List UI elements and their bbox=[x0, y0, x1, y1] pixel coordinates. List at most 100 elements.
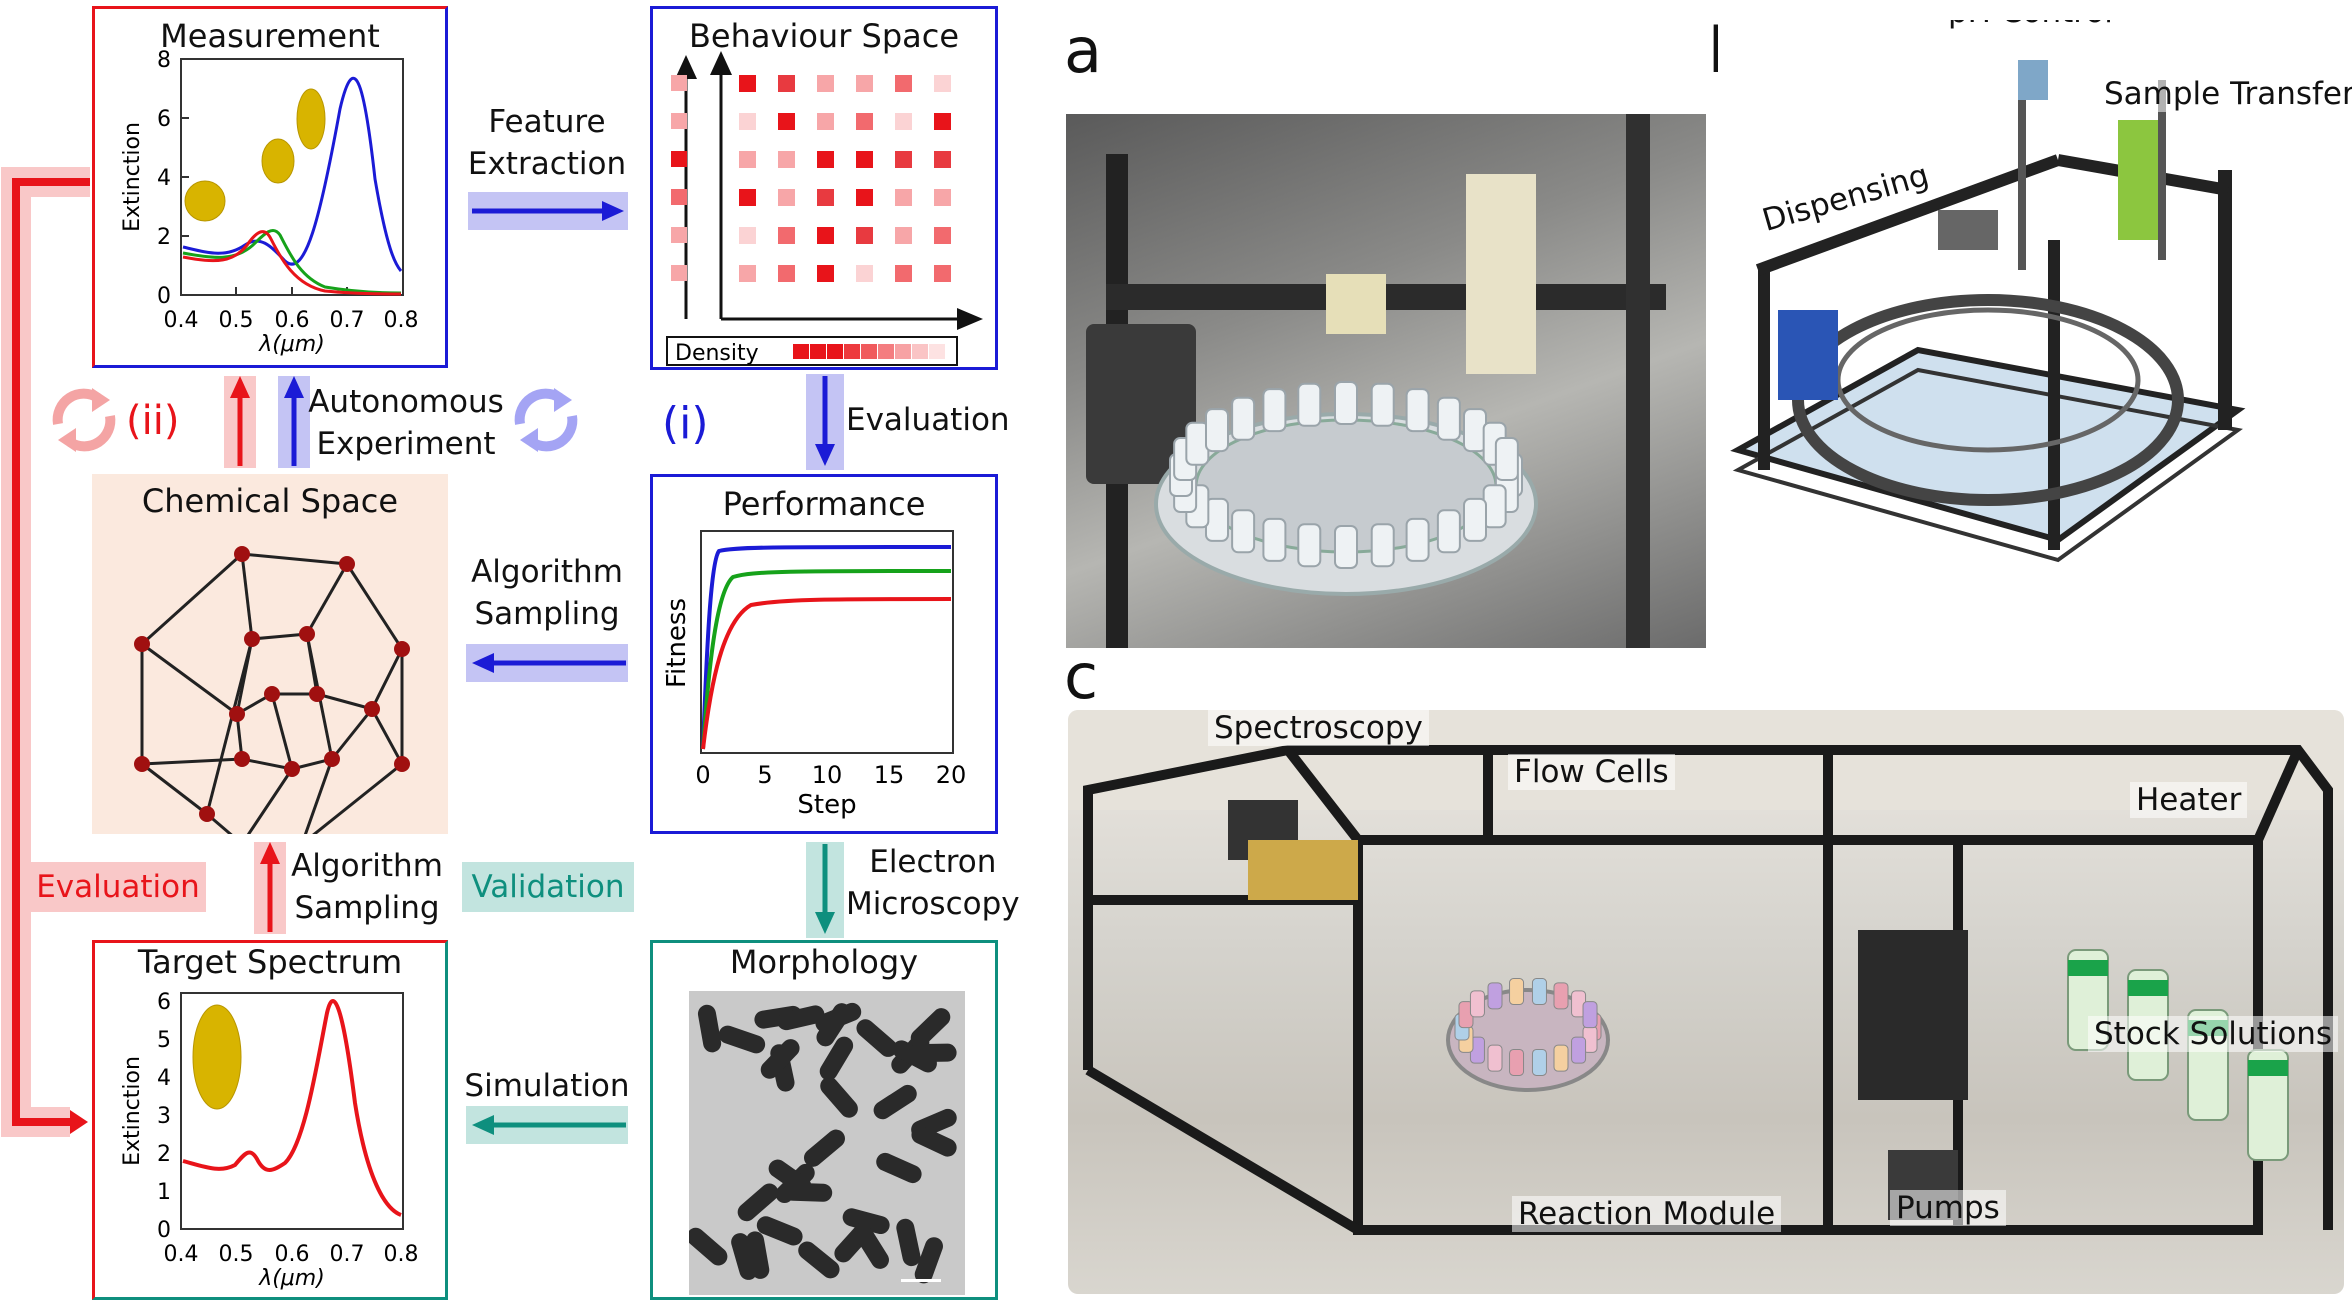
target-ytick-4: 4 bbox=[157, 1066, 171, 1091]
performance-panel: Performance 0 5 10 15 20 Step Fitness bbox=[650, 474, 998, 834]
graph-edge bbox=[316, 692, 373, 711]
target-xtick-4: 0.7 bbox=[330, 1242, 365, 1267]
fitness-curve-red bbox=[701, 597, 952, 750]
target-xtick-1: 0.4 bbox=[164, 1242, 199, 1267]
vial bbox=[1553, 1044, 1569, 1072]
graph-node bbox=[229, 706, 245, 722]
graph-node bbox=[244, 631, 260, 647]
perf-xlabel: Step bbox=[797, 790, 856, 820]
nanorod bbox=[760, 1039, 800, 1079]
morphology-panel: Morphology bbox=[650, 940, 998, 1300]
target-spectrum-curve bbox=[182, 998, 402, 1217]
performance-plot: 0 5 10 15 20 Step Fitness bbox=[662, 530, 967, 820]
target-ytick-6: 6 bbox=[157, 990, 171, 1015]
behaviour-cell bbox=[856, 151, 873, 168]
measurement-curve-red bbox=[182, 230, 402, 296]
behaviour-cell bbox=[817, 151, 834, 168]
behaviour-cell bbox=[934, 227, 951, 244]
graph-edge bbox=[305, 563, 349, 635]
nanorod bbox=[697, 1004, 722, 1053]
behaviour-cell bbox=[671, 151, 687, 167]
vial bbox=[1494, 436, 1519, 481]
behaviour-cell bbox=[817, 113, 834, 130]
nanorod bbox=[816, 1003, 851, 1047]
behaviour-cell bbox=[934, 113, 951, 130]
graph-edge bbox=[141, 642, 238, 716]
measurement-curve-blue bbox=[182, 76, 403, 272]
behaviour-cell bbox=[739, 113, 756, 130]
cad-render-b: pH Control Sample Transfer Dispensing bbox=[1718, 20, 2352, 670]
density-swatch bbox=[827, 344, 843, 359]
behaviour-grid: Density bbox=[666, 51, 983, 366]
nanorod bbox=[856, 1019, 898, 1057]
measurement-ytick-0: 0 bbox=[157, 284, 171, 309]
measurement-plot: 0 2 4 6 8 0.4 0.5 0.6 0.7 0.8 λ(μm) Exti… bbox=[120, 49, 419, 357]
density-label: Density bbox=[675, 341, 759, 366]
vial bbox=[1405, 388, 1430, 433]
nanorod bbox=[914, 1237, 943, 1284]
behaviour-cell bbox=[934, 265, 951, 282]
perf-xtick-15: 15 bbox=[874, 761, 905, 789]
behaviour-cell bbox=[671, 227, 687, 243]
label-pumps: Pumps bbox=[1890, 1190, 2006, 1226]
behaviour-cell bbox=[856, 75, 873, 92]
fitness-curve-green bbox=[701, 569, 952, 750]
electron-microscopy-label: Electron Microscopy bbox=[846, 844, 1020, 922]
graph-node bbox=[234, 546, 250, 562]
graph-node bbox=[394, 641, 410, 657]
graph-edge bbox=[251, 632, 308, 641]
density-swatch bbox=[895, 344, 911, 359]
nanorod bbox=[820, 1077, 858, 1118]
vial bbox=[1571, 1036, 1587, 1064]
graph-edge bbox=[270, 693, 294, 770]
measurement-xtick-2: 0.5 bbox=[219, 308, 254, 333]
validation-label: Validation bbox=[462, 862, 634, 912]
tem-micrograph bbox=[689, 991, 965, 1295]
target-ytick-3: 3 bbox=[157, 1104, 171, 1129]
loop-i-icon bbox=[514, 388, 578, 452]
label-flow-cells: Flow Cells bbox=[1508, 754, 1675, 790]
nanorod bbox=[876, 1152, 922, 1184]
nanoparticle-sphere bbox=[184, 180, 226, 222]
behaviour-cell bbox=[778, 265, 795, 282]
vial bbox=[1231, 396, 1256, 441]
perf-xtick-20: 20 bbox=[936, 761, 967, 789]
graph-node bbox=[394, 756, 410, 772]
measurement-title: Measurement bbox=[160, 17, 380, 55]
vial bbox=[1204, 408, 1229, 453]
nanoparticle-short-rod bbox=[261, 138, 295, 184]
target-spectrum-title: Target Spectrum bbox=[137, 943, 403, 981]
behaviour-cell bbox=[856, 113, 873, 130]
graph-node bbox=[339, 556, 355, 572]
behaviour-cell bbox=[778, 189, 795, 206]
behaviour-cell bbox=[817, 227, 834, 244]
algorithm-sampling-arrow-up bbox=[254, 842, 286, 934]
target-ytick-5: 5 bbox=[157, 1028, 171, 1053]
measurement-xtick-3: 0.6 bbox=[275, 308, 310, 333]
vial bbox=[1436, 509, 1461, 554]
hypercube-graph bbox=[134, 546, 410, 834]
vial bbox=[1370, 382, 1395, 427]
vial bbox=[1509, 1048, 1525, 1076]
behaviour-cell bbox=[856, 265, 873, 282]
graph-node bbox=[264, 686, 280, 702]
density-swatch bbox=[844, 344, 860, 359]
target-xlabel: λ(μm) bbox=[258, 1266, 325, 1291]
behaviour-title: Behaviour Space bbox=[688, 17, 960, 55]
graph-edge bbox=[330, 708, 374, 760]
behaviour-cell bbox=[895, 113, 912, 130]
behaviour-cell bbox=[817, 189, 834, 206]
behaviour-cell bbox=[895, 75, 912, 92]
graph-edge bbox=[241, 552, 348, 566]
feature-extraction-arrow bbox=[468, 192, 628, 230]
target-spectrum-panel: Target Spectrum 0 1 2 3 4 5 6 0.4 0.5 0.… bbox=[92, 940, 448, 1300]
graph-edge bbox=[370, 648, 404, 710]
nanorod bbox=[689, 1227, 728, 1266]
graph-edge bbox=[141, 762, 208, 816]
nanorod bbox=[842, 1208, 890, 1235]
algorithm-sampling-arrow-left bbox=[466, 644, 628, 682]
graph-node bbox=[234, 751, 250, 767]
behaviour-cell bbox=[895, 265, 912, 282]
behaviour-cell bbox=[895, 227, 912, 244]
behaviour-cell bbox=[817, 75, 834, 92]
